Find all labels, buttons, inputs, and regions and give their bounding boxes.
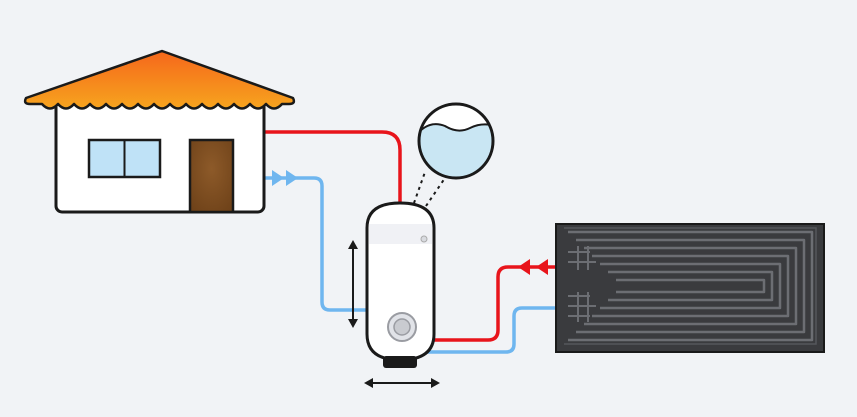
- cold-pipe-house-to-tank: [263, 176, 370, 312]
- window-icon: [87, 138, 162, 179]
- house-icon: [23, 49, 296, 214]
- door-icon: [188, 138, 235, 214]
- magnifier-water-icon: [417, 102, 495, 180]
- flow-arrows: [272, 170, 548, 275]
- hot-pipe-collector-to-tank: [402, 265, 570, 342]
- tank-height-arrow-icon: [348, 240, 358, 328]
- cold-flow-arrow-icon: [272, 170, 298, 186]
- boiler-tank-icon: [365, 171, 446, 368]
- hot-pipe-tank-to-house: [263, 130, 402, 205]
- house-roof: [23, 49, 296, 110]
- solar-panel-coil-inner: [564, 227, 817, 345]
- tank-base: [383, 356, 417, 368]
- hot-flow-arrow-icon: [518, 259, 548, 275]
- tank-top-band: [369, 224, 432, 244]
- water-surface: [420, 124, 492, 177]
- solar-panel-coil: [568, 230, 814, 342]
- solar-panel-manifold: [568, 246, 596, 322]
- tank-width-arrow-icon: [364, 378, 440, 388]
- heating-element-icon: [387, 312, 417, 342]
- tank-indicator-dot: [420, 235, 428, 243]
- solar-panel-icon: [555, 223, 825, 353]
- magnifier-leader-lines: [413, 171, 446, 207]
